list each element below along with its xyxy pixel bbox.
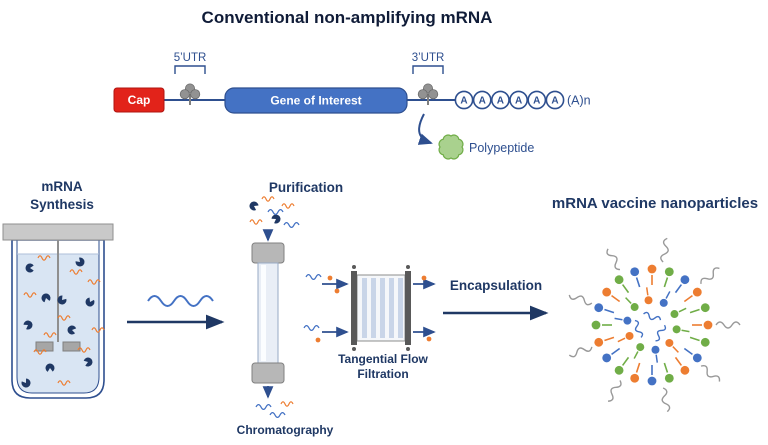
- lipid-nanoparticle-illustration: [568, 237, 741, 413]
- tff-bolt: [352, 265, 356, 269]
- bioreactor-outer-wall: [11, 239, 105, 399]
- cap-label: Cap: [128, 93, 151, 107]
- tff-device: [303, 265, 436, 351]
- polypeptide-icon: [438, 134, 464, 160]
- poly-a-circle: [472, 90, 492, 110]
- tff-label-line1: Tangential Flow: [338, 352, 428, 366]
- mrna-wave-icon: [147, 295, 214, 307]
- nanoparticle-label: mRNA vaccine nanoparticles: [552, 195, 758, 212]
- poly-a-circle: [527, 90, 547, 110]
- tff-stream-icons: [303, 273, 432, 343]
- poly-a-letter: A: [460, 96, 467, 107]
- column-top-cap: [251, 242, 285, 264]
- tff-left-clamp: [351, 271, 357, 345]
- tff-label-line2: Filtration: [357, 367, 408, 381]
- purification-label: Purification: [269, 180, 343, 195]
- utr3-label: 3’UTR: [412, 52, 445, 64]
- bioreactor-illustration: [2, 223, 114, 399]
- poly-a-letter: A: [479, 96, 486, 107]
- purified-mrna-icons: [255, 401, 294, 419]
- utr5-bracket: [174, 65, 206, 74]
- tff-bolt: [406, 265, 410, 269]
- utr5-label: 5’UTR: [174, 52, 207, 64]
- crude-mrna-icons: [249, 196, 300, 229]
- tff-right-clamp: [405, 271, 411, 345]
- stirrer-paddle-left: [35, 341, 54, 352]
- translation-arrow: [417, 113, 433, 145]
- utr5-modification-icon: [179, 82, 201, 106]
- chromatography-column: [249, 196, 300, 419]
- utr3-bracket: [412, 65, 444, 74]
- poly-a-circle: [454, 90, 474, 110]
- stirrer-paddle-right: [62, 341, 81, 352]
- poly-a-letter: A: [551, 96, 558, 107]
- poly-a-letter: A: [533, 96, 540, 107]
- encapsulation-label: Encapsulation: [450, 278, 542, 293]
- synthesis-label-line1: mRNA: [41, 179, 83, 194]
- synthesis-label-line2: Synthesis: [30, 197, 94, 212]
- column-bottom-cap: [251, 362, 285, 384]
- cap-box: [113, 87, 165, 113]
- chromatography-label: Chromatography: [237, 423, 334, 437]
- polypeptide-label: Polypeptide: [469, 141, 534, 155]
- bioreactor-contents: [21, 255, 105, 388]
- poly-a-circle: [509, 90, 528, 110]
- bioreactor-inner-wall: [16, 239, 100, 394]
- poly-a-letter: A: [515, 96, 522, 107]
- poly-a-circle: [545, 90, 565, 110]
- column-highlight: [261, 265, 266, 361]
- utr3-modification-icon: [417, 82, 439, 106]
- poly-a-letter: A: [497, 96, 504, 107]
- tff-membrane-stripes: [362, 278, 403, 338]
- diagram-title: Conventional non-amplifying mRNA: [202, 8, 493, 27]
- gene-of-interest-box: [224, 87, 408, 114]
- tff-bolt: [406, 347, 410, 351]
- poly-a-suffix: (A)n: [567, 94, 591, 108]
- poly-a-circle: [490, 90, 510, 110]
- tff-bolt: [352, 347, 356, 351]
- bioreactor-lid: [2, 223, 114, 241]
- gene-of-interest-label: Gene of Interest: [270, 94, 361, 108]
